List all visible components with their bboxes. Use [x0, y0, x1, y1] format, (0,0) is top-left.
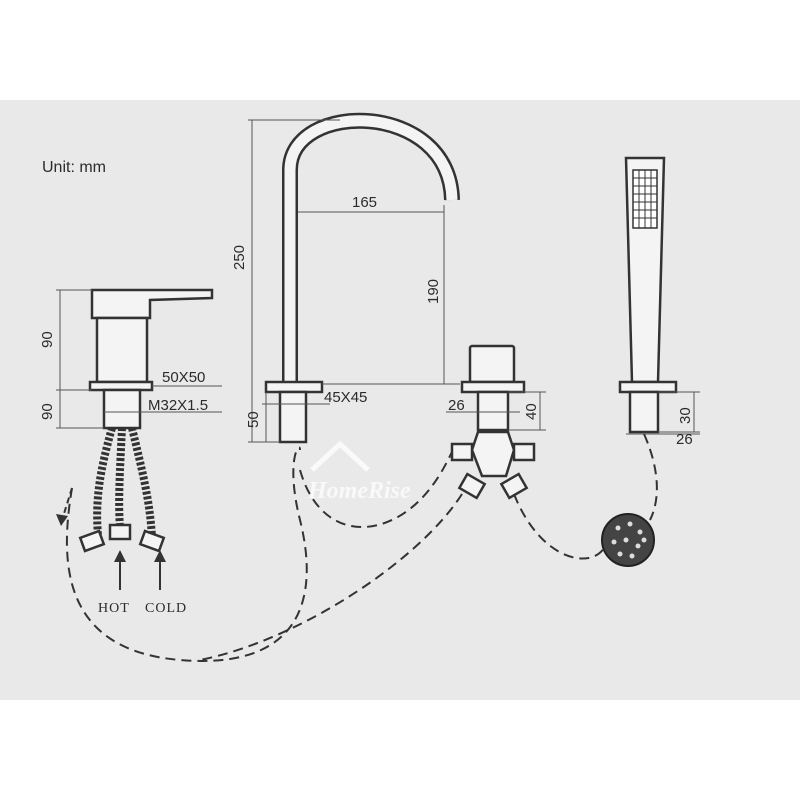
diverter-knob: [468, 344, 516, 384]
mixer-body: [95, 316, 149, 384]
watermark-text: HomeRise: [307, 478, 411, 504]
spout-shank: [278, 390, 308, 444]
dim-shank-50: 50: [245, 411, 262, 428]
dim-250: 250: [231, 245, 248, 270]
diverter-port-lower-right: [499, 472, 529, 500]
hose-cold-braided: [128, 427, 156, 539]
watermark-logo: HomeRise: [307, 440, 411, 504]
dim-190: 190: [425, 279, 442, 304]
hose-middle-braided: [115, 427, 126, 529]
dim-thread: M32X1.5: [148, 397, 208, 414]
spout-base-plate: [264, 380, 324, 394]
outlet-arrow-head: [56, 514, 68, 526]
cold-label: COLD: [145, 601, 187, 616]
dim-base-45x45: 45X45: [324, 389, 367, 406]
cold-fitting: [138, 529, 166, 553]
diverter-base-plate: [460, 380, 526, 394]
hot-arrow-head: [114, 550, 126, 562]
hose-mixer-to-spout: [65, 446, 308, 662]
diverter-shank: [476, 390, 510, 432]
spout-tube-outline: [282, 112, 460, 384]
mixer-lever-handle: [90, 288, 214, 320]
middle-fitting: [108, 523, 132, 541]
shower-holder-plate: [618, 380, 678, 394]
hand-shower: 30 26: [601, 156, 700, 567]
diverter-port-right: [512, 442, 536, 462]
unit-label: Unit: mm: [42, 159, 106, 176]
gooseneck-spout: 250 165 190 45X45 50: [231, 112, 460, 444]
cold-arrow-head: [154, 550, 166, 562]
dim-shower-30: 30: [677, 407, 694, 424]
hose-diverter-to-mixer: [199, 493, 463, 661]
diverter-valve: 26 40: [446, 344, 546, 500]
hot-label: HOT: [98, 601, 130, 616]
hose-hot-braided: [93, 426, 116, 536]
diverter-port-lower-left: [457, 472, 487, 500]
lever-mixer: HOT COLD 90 90 50X50 M32X1.5: [39, 288, 222, 616]
dim-base-50x50: 50X50: [162, 369, 205, 386]
diverter-body: [470, 430, 516, 478]
shower-head-nozzles: [611, 521, 647, 559]
dim-diverter-40: 40: [523, 403, 540, 420]
diverter-port-left: [450, 442, 474, 462]
dim-diverter-26: 26: [448, 397, 465, 414]
shower-holder-shank: [628, 390, 660, 434]
hot-fitting: [78, 529, 106, 553]
hose-diverter-to-shower: [513, 493, 605, 560]
dim-shower-26: 26: [676, 431, 693, 448]
spray-grid-lines: [633, 170, 657, 228]
dim-165: 165: [352, 194, 377, 211]
connection-hoses: [65, 433, 658, 662]
spout-tube-fill: [284, 115, 458, 384]
mixer-shank: [102, 388, 142, 430]
dim-lower-90: 90: [39, 403, 56, 420]
dim-upper-90: 90: [39, 331, 56, 348]
hose-holder-to-head: [643, 433, 658, 521]
hose-spout-to-diverter: [299, 451, 453, 529]
